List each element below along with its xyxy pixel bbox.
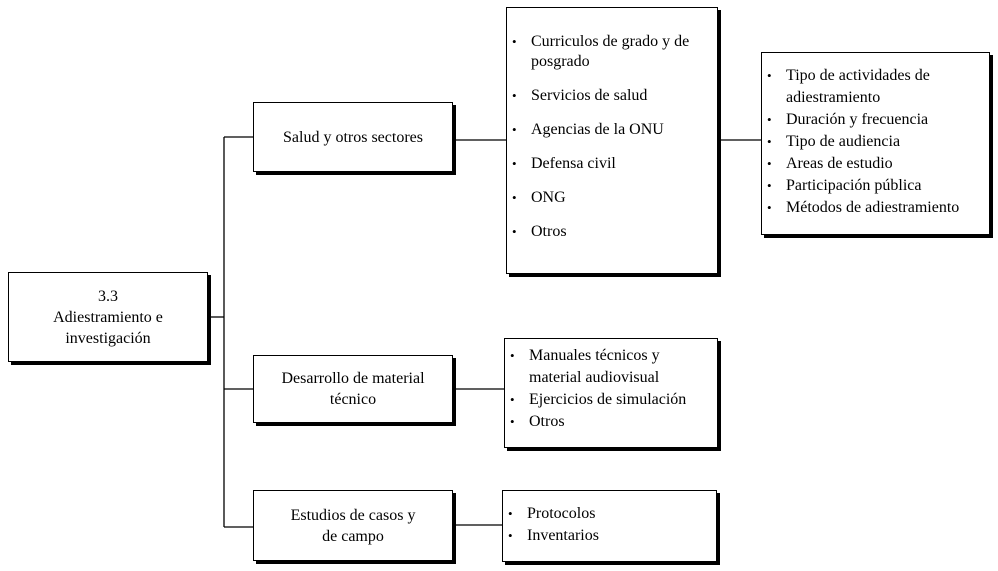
root-number: 3.3 [98, 287, 118, 305]
list-item: Duración y frecuencia [762, 109, 985, 131]
list-item: Areas de estudio [762, 153, 985, 175]
cases-items-list: Protocolos Inventarios [503, 503, 712, 547]
material-box: Desarrollo de material técnico [253, 355, 453, 423]
health-sectors-list: Curriculos de grado y de posgrado Servic… [507, 32, 711, 242]
list-item: ONG [507, 188, 711, 208]
training-list: Tipo de actividades de adiestramiento Du… [762, 65, 985, 219]
list-item: Otros [507, 222, 711, 242]
cases-label-line2: de campo [322, 527, 384, 545]
list-item: Curriculos de grado y de posgrado [507, 32, 711, 72]
cases-items-box: Protocolos Inventarios [502, 490, 717, 562]
list-item: Defensa civil [507, 154, 711, 174]
list-item: Ejercicios de simulación [505, 389, 713, 411]
root-box: 3.3 Adiestramiento e investigación [8, 272, 208, 362]
training-box: Tipo de actividades de adiestramiento Du… [761, 52, 990, 235]
material-label-line2: técnico [329, 391, 377, 408]
health-label: Salud y otros sectores [283, 128, 423, 146]
material-items-list: Manuales técnicos y material audiovisual… [505, 345, 713, 433]
cases-box: Estudios de casos y de campo [253, 490, 453, 561]
list-item: Tipo de actividades de adiestramiento [762, 65, 985, 109]
list-item: Otros [505, 411, 713, 433]
list-item: Participación pública [762, 175, 985, 197]
list-item: Inventarios [503, 525, 712, 547]
list-item: Métodos de adiestramiento [762, 197, 985, 219]
list-item: Protocolos [503, 503, 712, 525]
list-item: Servicios de salud [507, 86, 711, 106]
root-label-line1: Adiestramiento e [53, 308, 163, 326]
health-sectors-box: Curriculos de grado y de posgrado Servic… [506, 7, 718, 274]
list-item: Tipo de audiencia [762, 131, 985, 153]
list-item: Manuales técnicos y material audiovisual [505, 345, 713, 389]
list-item: Agencias de la ONU [507, 120, 711, 140]
root-label-line2: investigación [65, 329, 151, 347]
health-box: Salud y otros sectores [253, 102, 453, 172]
material-label-line1: Desarrollo de material [281, 370, 425, 387]
material-items-box: Manuales técnicos y material audiovisual… [504, 338, 718, 448]
cases-label-line1: Estudios de casos y [290, 506, 416, 524]
